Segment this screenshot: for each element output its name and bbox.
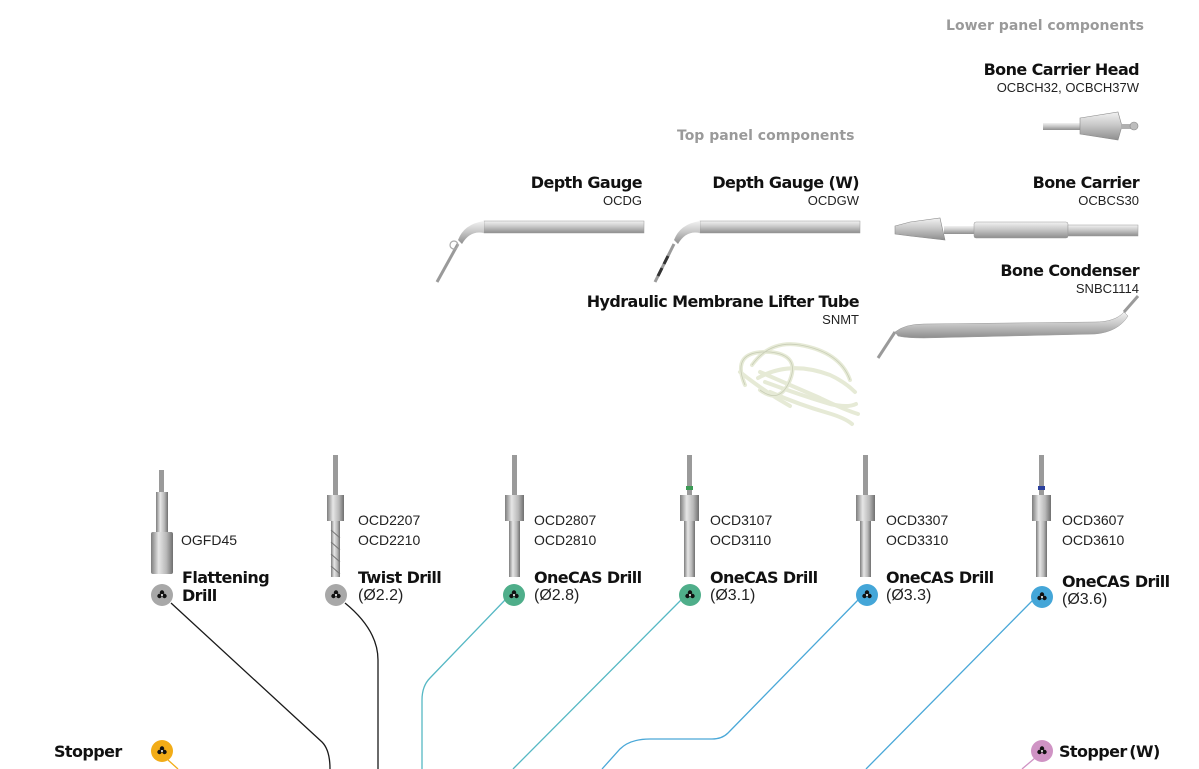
- onecas-drill-28-image: [505, 455, 524, 577]
- drill-codes-onecas-33: OCD3307 OCD3310: [886, 510, 948, 550]
- membrane-tube-code: SNMT: [822, 312, 859, 327]
- bone-condenser-image: [876, 295, 1140, 359]
- depth-gauge-w-image: [653, 220, 861, 283]
- bone-condenser-code: SNBC1114: [1075, 281, 1139, 296]
- drill-code: OCD3310: [886, 532, 949, 548]
- drill-code: OCD3107: [710, 512, 773, 528]
- bone-condenser-name: Bone Condenser: [1000, 261, 1139, 280]
- flower-icon: [685, 590, 695, 599]
- onecas-drill-33-dot: [856, 584, 878, 606]
- drill-codes-flattening: OGFD45: [181, 530, 237, 550]
- onecas-drill-28-label: OneCAS Drill (Ø2.8): [534, 568, 642, 605]
- drill-code: OCD3307: [886, 512, 949, 528]
- top-panel-title: Top panel components: [677, 128, 855, 144]
- drill-name: OneCAS Drill: [534, 568, 642, 587]
- drill-size: (Ø3.6): [1062, 591, 1108, 608]
- twist-drill-dot: [325, 584, 347, 606]
- flower-icon: [331, 590, 341, 599]
- onecas-drill-33-label: OneCAS Drill (Ø3.3): [886, 568, 994, 605]
- connector-stopper-w: [1021, 757, 1036, 769]
- depth-gauge-image: [435, 220, 645, 283]
- connector-onecas-36: [865, 599, 1034, 769]
- connector-twist: [344, 602, 379, 769]
- bone-carrier-label: Bone Carrier OCBCS30: [1032, 173, 1140, 209]
- twist-drill-image: [327, 455, 344, 577]
- flower-icon: [157, 746, 167, 755]
- drill-code: OGFD45: [181, 532, 238, 548]
- flower-icon: [509, 590, 519, 599]
- onecas-drill-28-dot: [503, 584, 525, 606]
- depth-gauge-w-label: Depth Gauge (W) OCDGW: [712, 173, 859, 209]
- onecas-drill-31-label: OneCAS Drill (Ø3.1): [710, 568, 818, 605]
- bone-carrier-image: [894, 217, 1139, 241]
- drill-name-line2: Drill: [182, 586, 217, 605]
- flower-icon: [157, 590, 167, 599]
- bone-condenser-label: Bone Condenser SNBC1114: [1000, 261, 1139, 297]
- connector-flattening: [170, 602, 331, 769]
- connector-onecas-28: [421, 599, 506, 769]
- flower-icon: [862, 590, 872, 599]
- drill-code: OCD2210: [358, 532, 421, 548]
- drill-code: OCD2807: [534, 512, 597, 528]
- drill-name: OneCAS Drill: [886, 568, 994, 587]
- drill-name: OneCAS Drill: [710, 568, 818, 587]
- stopper-dot: [151, 740, 173, 762]
- depth-gauge-name: Depth Gauge: [530, 173, 643, 192]
- drill-size: (Ø2.2): [358, 587, 404, 604]
- connector-onecas-33: [601, 599, 859, 769]
- drill-code: OCD3607: [1062, 512, 1125, 528]
- bone-carrier-name: Bone Carrier: [1032, 173, 1140, 192]
- twist-drill-label: Twist Drill (Ø2.2): [358, 568, 442, 605]
- drill-codes-onecas-36: OCD3607 OCD3610: [1062, 510, 1124, 550]
- depth-gauge-code: OCDG: [603, 193, 642, 208]
- flower-icon: [1037, 592, 1047, 601]
- drill-codes-twist: OCD2207 OCD2210: [358, 510, 420, 550]
- lower-panel-title: Lower panel components: [946, 18, 1144, 34]
- flattening-drill-label: Flattening Drill: [182, 568, 270, 605]
- drill-size: (Ø3.3): [886, 587, 932, 604]
- onecas-drill-36-image: [1032, 455, 1051, 577]
- onecas-drill-31-dot: [679, 584, 701, 606]
- drill-size: (Ø2.8): [534, 587, 580, 604]
- onecas-drill-31-image: [680, 455, 699, 577]
- stopper-label: Stopper: [54, 742, 122, 761]
- bone-carrier-head-code: OCBCH32, OCBCH37W: [996, 80, 1139, 95]
- bone-carrier-code: OCBCS30: [1078, 193, 1139, 208]
- membrane-tube-label: Hydraulic Membrane Lifter Tube SNMT: [586, 292, 860, 328]
- drill-codes-onecas-31: OCD3107 OCD3110: [710, 510, 772, 550]
- drill-name: Twist Drill: [358, 568, 442, 587]
- stopper-w-label: Stopper (W): [1059, 742, 1160, 761]
- drill-name: OneCAS Drill: [1062, 572, 1170, 591]
- drill-code: OCD2207: [358, 512, 421, 528]
- drill-name: Flattening: [182, 568, 270, 587]
- membrane-tube-image: [738, 342, 860, 426]
- stopper-w-dot: [1031, 740, 1053, 762]
- membrane-tube-outline: [740, 343, 851, 397]
- onecas-drill-33-image: [856, 455, 875, 577]
- membrane-tube-name: Hydraulic Membrane Lifter Tube: [586, 292, 860, 311]
- bone-carrier-head-image: [1043, 111, 1139, 141]
- drill-size: (Ø3.1): [710, 587, 756, 604]
- onecas-drill-36-label: OneCAS Drill (Ø3.6): [1062, 572, 1170, 609]
- depth-gauge-w-name: Depth Gauge (W): [712, 173, 859, 192]
- bone-carrier-head-name: Bone Carrier Head: [983, 60, 1140, 79]
- onecas-drill-36-dot: [1031, 586, 1053, 608]
- bone-carrier-head-label: Bone Carrier Head OCBCH32, OCBCH37W: [983, 60, 1140, 96]
- flattening-drill-dot: [151, 584, 173, 606]
- depth-gauge-label: Depth Gauge OCDG: [530, 173, 643, 209]
- drill-codes-onecas-28: OCD2807 OCD2810: [534, 510, 596, 550]
- depth-gauge-w-code: OCDGW: [807, 193, 859, 208]
- connector-stopper: [167, 759, 179, 769]
- drill-code: OCD3110: [710, 532, 772, 548]
- drill-code: OCD3610: [1062, 532, 1125, 548]
- connector-onecas-31: [512, 599, 682, 769]
- flower-icon: [1037, 746, 1047, 755]
- drill-code: OCD2810: [534, 532, 597, 548]
- flattening-drill-image: [151, 470, 173, 574]
